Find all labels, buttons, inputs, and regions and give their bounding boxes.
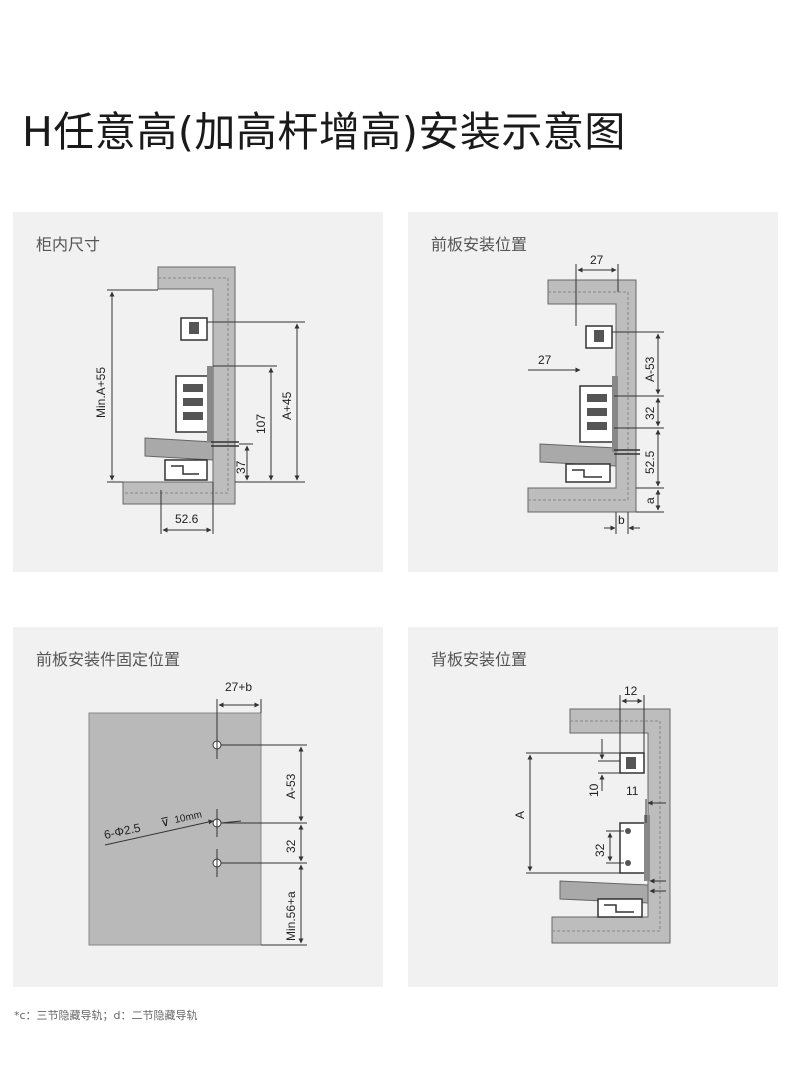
panel-title: 前板安装位置 [431,235,528,254]
drawer-bottom-board [539,443,617,467]
dim-52-6: 52.6 [175,512,199,526]
dim-32: 32 [593,843,607,857]
depth-symbol-icon: ⊽ [159,814,171,830]
dim-27-top: 27 [590,253,604,267]
panel-title: 前板安装件固定位置 [36,650,181,669]
dim-min-a55: Min.A+55 [94,367,108,418]
dim-32: 32 [284,839,298,853]
dim-27-left: 27 [538,353,552,367]
screw [211,441,239,447]
dim-b: b [618,513,625,527]
dim-52-5: 52.5 [643,450,657,474]
dim-a-53: A-53 [284,773,298,799]
rail-profile [597,898,643,918]
rail-profile [565,463,611,483]
drawer-bottom-board [144,437,214,461]
dim-107: 107 [254,414,268,434]
front-board-position-diagram: 27 27 A-53 32 52.5 a b [527,253,664,534]
back-board-position-diagram: 12 A 10 11 32 [513,684,671,944]
panel-title: 背板安装位置 [431,650,528,669]
panel-title: 柜内尺寸 [36,235,101,254]
panel-front-fitting-position: 前板安装件固定位置 27+b A-53 32 Min.56+a [13,627,383,987]
cabinet-top-board [527,279,637,513]
dim-12: 12 [624,684,638,698]
footnote: *c：三节隐藏导轨；d：二节隐藏导轨 [14,1009,198,1022]
front-fitting-position-diagram: 27+b A-53 32 Min.56+a 6-Φ2.5 ⊽ 10mm [88,680,307,946]
page-title: H任意高(加高杆增高)安装示意图 [22,108,626,156]
dim-a: a [643,497,657,504]
panel-cabinet-inner-size: 柜内尺寸 Min.A+55 A+45 [13,212,383,572]
dim-a45: A+45 [280,391,294,420]
cabinet-inner-size-diagram: Min.A+55 A+45 107 37 52.6 [94,266,305,534]
panel-back-board-position: 背板安装位置 12 A [408,627,778,987]
dim-11: 11 [626,784,639,798]
dim-37: 37 [234,460,248,474]
dim-a: A [513,811,527,819]
dim-min-56-a: Min.56+a [284,891,298,941]
drawer-bottom-board [559,880,649,904]
dim-27-b: 27+b [225,680,252,694]
dim-10: 10 [587,783,601,797]
dim-a-53: A-53 [643,356,657,382]
rail-profile [164,459,208,481]
dim-32: 32 [643,406,657,420]
panel-front-board-position: 前板安装位置 27 27 A-53 [408,212,778,572]
screw [614,449,640,455]
cabinet-back-board [551,708,671,944]
